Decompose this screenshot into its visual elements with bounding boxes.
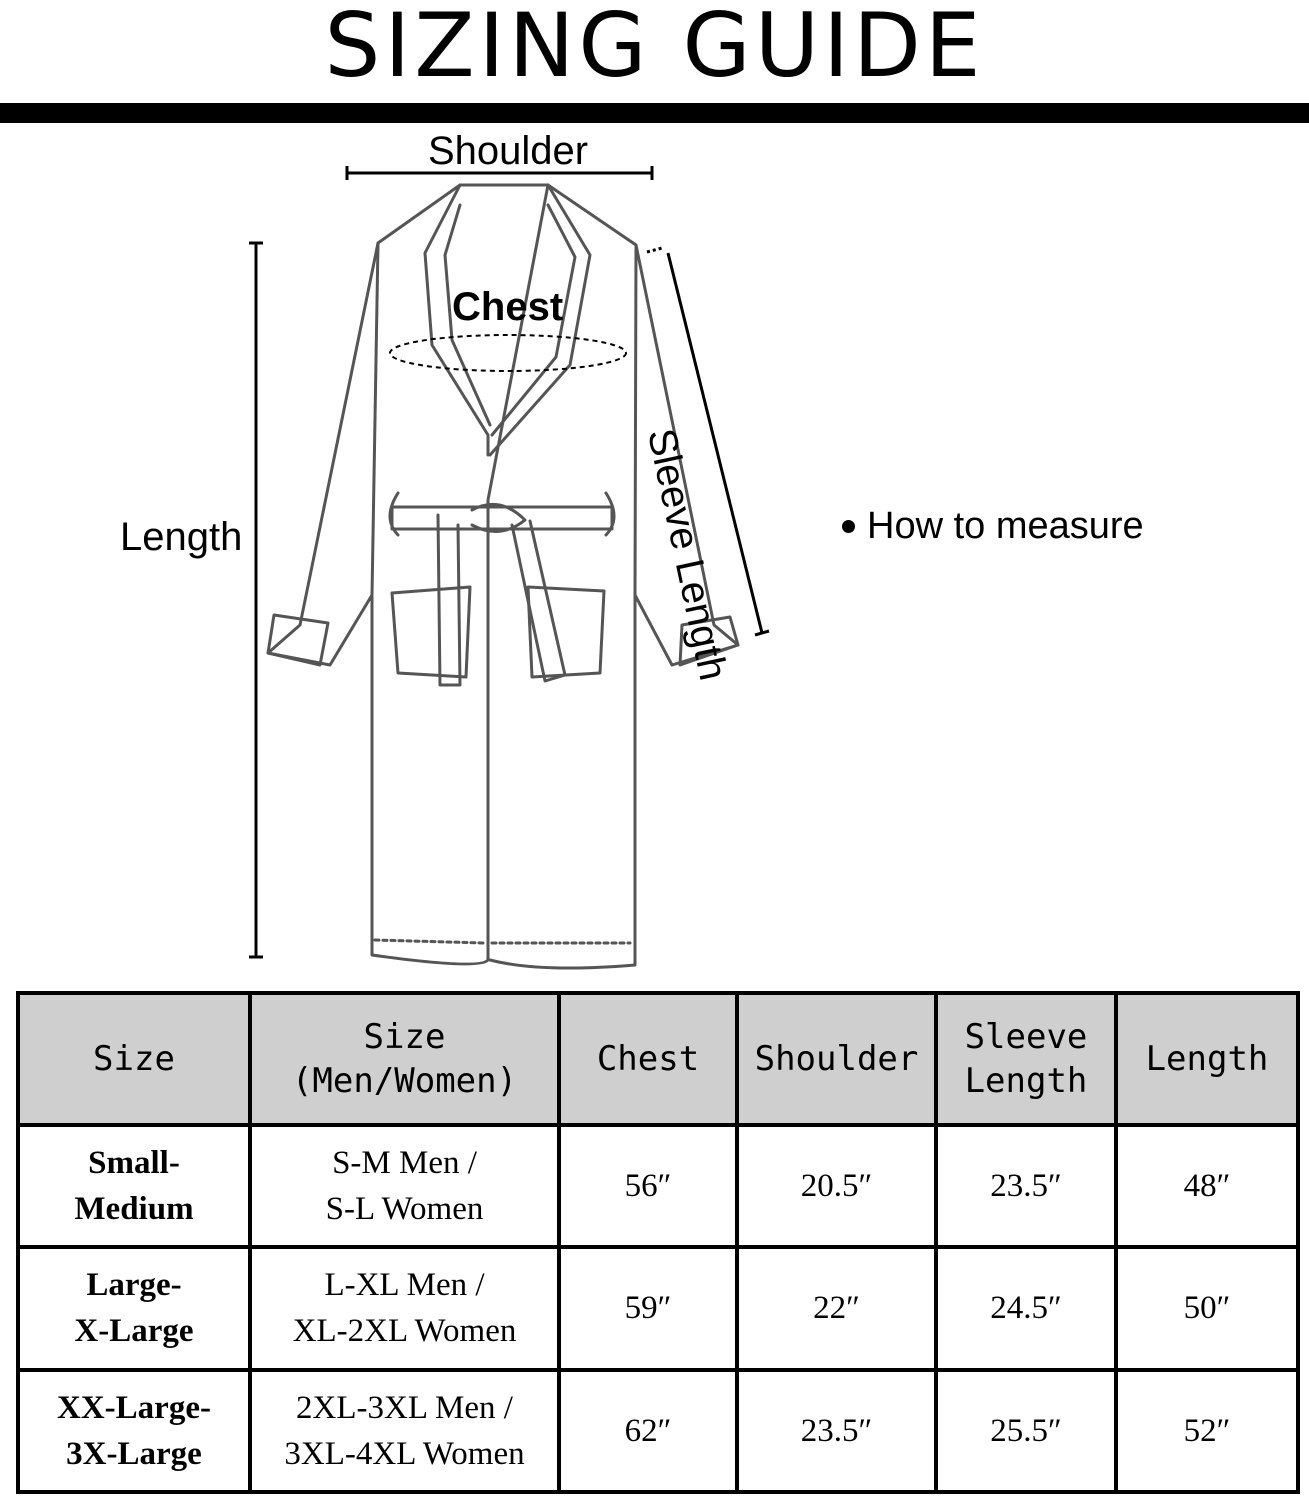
shoulder-cell: 23.5″ xyxy=(735,1367,938,1495)
header-chest: Chest xyxy=(557,991,739,1127)
size-cell: XX-Large-3X-Large xyxy=(16,1367,252,1495)
size-cell: Small-Medium xyxy=(16,1122,252,1250)
how-to-measure-text: How to measure xyxy=(867,505,1144,547)
header-size-men-women: Size(Men/Women) xyxy=(248,991,561,1127)
length-cell: 48″ xyxy=(1114,1122,1300,1250)
header-length: Length xyxy=(1114,991,1300,1127)
robe-diagram: Shoulder Chest Length Sleeve Length How … xyxy=(0,125,1309,985)
size-table: Size Size(Men/Women) Chest Shoulder Slee… xyxy=(16,991,1300,1495)
table-row: XX-Large-3X-Large 2XL-3XL Men /3XL-4XL W… xyxy=(16,1367,1300,1495)
shoulder-label: Shoulder xyxy=(428,129,589,173)
chest-cell: 62″ xyxy=(557,1367,739,1495)
shoulder-cell: 22″ xyxy=(735,1245,938,1372)
chest-cell: 59″ xyxy=(557,1245,739,1372)
men-women-cell: 2XL-3XL Men /3XL-4XL Women xyxy=(248,1367,561,1495)
sleeve-length-cell: 25.5″ xyxy=(934,1367,1118,1495)
table-header-row: Size Size(Men/Women) Chest Shoulder Slee… xyxy=(16,991,1300,1127)
title-divider xyxy=(0,103,1309,123)
header-size: Size xyxy=(16,991,252,1127)
length-cell: 52″ xyxy=(1114,1367,1300,1495)
men-women-cell: S-M Men /S-L Women xyxy=(248,1122,561,1250)
chest-cell: 56″ xyxy=(557,1122,739,1250)
sleeve-length-cell: 23.5″ xyxy=(934,1122,1118,1250)
sleeve-length-cell: 24.5″ xyxy=(934,1245,1118,1372)
table-row: Small-Medium S-M Men /S-L Women 56″ 20.5… xyxy=(16,1122,1300,1250)
chest-label: Chest xyxy=(452,285,564,329)
men-women-cell: L-XL Men /XL-2XL Women xyxy=(248,1245,561,1372)
bullet-icon xyxy=(842,520,855,533)
length-label: Length xyxy=(120,515,243,559)
header-shoulder: Shoulder xyxy=(735,991,938,1127)
robe-illustration xyxy=(249,166,770,970)
how-to-measure: How to measure xyxy=(842,505,1144,548)
page-title: SIZING GUIDE xyxy=(324,0,985,97)
length-cell: 50″ xyxy=(1114,1245,1300,1372)
size-cell: Large-X-Large xyxy=(16,1245,252,1372)
table-row: Large-X-Large L-XL Men /XL-2XL Women 59″… xyxy=(16,1245,1300,1372)
shoulder-cell: 20.5″ xyxy=(735,1122,938,1250)
